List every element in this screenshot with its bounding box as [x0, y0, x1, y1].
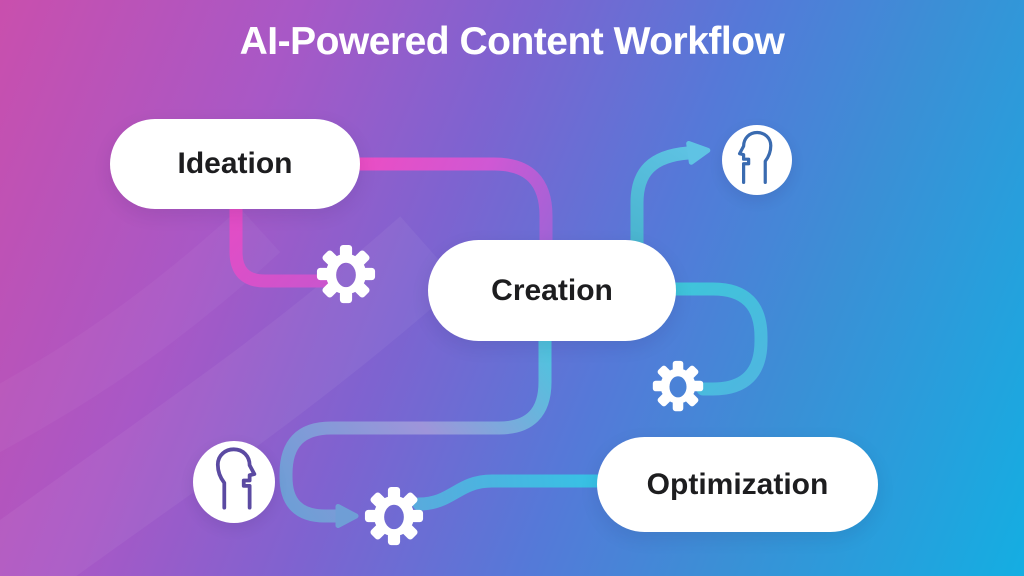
gear-icon — [652, 360, 704, 412]
page-title: AI-Powered Content Workflow — [239, 20, 785, 63]
edge-creation-to-gear3 — [279, 329, 552, 523]
node-creation: Creation — [428, 240, 676, 341]
head-profile-left — [737, 130, 773, 184]
edge-creation-to-gear2 — [663, 282, 768, 396]
ai-head-icon — [193, 441, 275, 523]
edge-creation-to-head — [630, 146, 695, 255]
arrowhead-to-head-icon — [686, 140, 711, 165]
gear-icon — [316, 244, 376, 304]
head-profile-right — [216, 447, 257, 510]
arrowhead-to-gear3 — [335, 504, 359, 528]
node-ideation: Ideation — [110, 119, 360, 209]
edge-ideation-to-creation — [343, 157, 553, 257]
node-optimization: Optimization — [597, 437, 878, 532]
ai-head-icon — [722, 125, 792, 195]
edge-ideation-to-gear1 — [229, 193, 329, 288]
edge-gear3-to-optimization — [412, 474, 611, 511]
gear-icon — [364, 486, 424, 546]
